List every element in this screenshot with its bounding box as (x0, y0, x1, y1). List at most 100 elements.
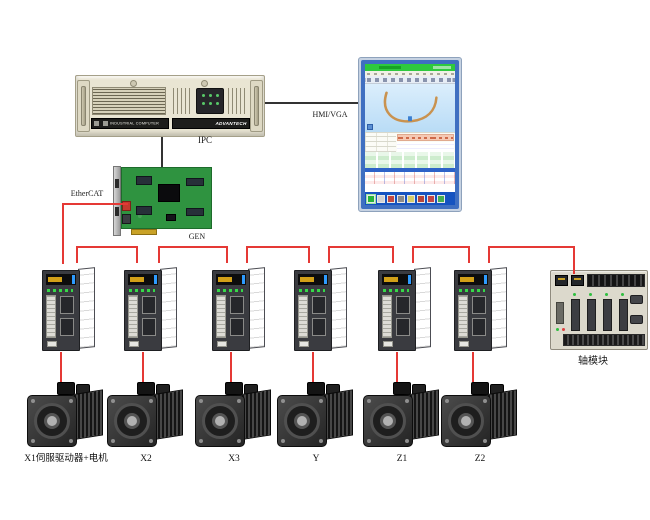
coordinate-fields (365, 133, 396, 152)
drive-status-leds (47, 289, 73, 292)
drive-display (128, 274, 158, 285)
drive-front-panel (454, 270, 492, 351)
status-table-green (365, 152, 455, 168)
bus-segment-top (412, 246, 470, 248)
screen-dock-icon (387, 194, 395, 203)
pcie-edge-connector (131, 229, 157, 235)
drive-io-connector (230, 318, 244, 336)
drive-seven-segment (48, 277, 62, 282)
rack-handle-right (254, 86, 259, 126)
motor-face-ring (448, 403, 484, 439)
drive-io-connector (142, 318, 156, 336)
ethercat-master-card (121, 167, 212, 229)
axis-connector (571, 299, 580, 331)
drive-status-leds (383, 289, 409, 292)
motor-flange (107, 395, 157, 447)
screen-dock-icon (366, 193, 376, 204)
motor-flange (441, 395, 491, 447)
motor-power-connector (393, 382, 411, 395)
ethercat-feed-drop (62, 203, 64, 264)
screen-toolbar (365, 76, 455, 84)
rack-ear-left (77, 80, 90, 132)
axis-label: Z1 (396, 454, 408, 464)
flange-screw (367, 399, 371, 403)
drive-encoder-connector (142, 296, 156, 314)
flange-screw (405, 399, 409, 403)
terminal-block-top (587, 274, 645, 287)
drive-seven-segment (460, 277, 474, 282)
bus-segment-right-stub (573, 246, 575, 274)
ram-chip (186, 178, 204, 186)
drive-motor-cable (312, 352, 314, 382)
motor-power-connector (57, 382, 75, 395)
motor-face-ring (34, 403, 70, 439)
bus-segment-top (488, 246, 575, 248)
screen-titlebar (365, 64, 455, 71)
drive-side-panel (78, 267, 95, 349)
axis-label: X2 (140, 454, 152, 464)
drive-seven-segment (218, 277, 232, 282)
rack-ear-right (250, 80, 263, 132)
rj45-port-icon (571, 275, 584, 286)
axis-label: Z2 (474, 454, 486, 464)
flange-screw (445, 439, 449, 443)
hmi-monitor (358, 57, 462, 212)
alarm-banner (396, 134, 454, 141)
drive-side-panel (490, 267, 507, 349)
motor-flange (195, 395, 245, 447)
motor-face-ring (114, 403, 150, 439)
axis-label: Y (312, 454, 320, 464)
axis-expansion-module (550, 270, 648, 350)
ipc-label: IPC (197, 135, 212, 145)
flange-screw (199, 399, 203, 403)
screen-dock-icon (437, 194, 445, 203)
terminal-block-bottom (563, 334, 645, 346)
bus-segment-right-stub (392, 246, 394, 263)
drive-status-leds (129, 289, 155, 292)
power-led (556, 328, 559, 331)
drive-status-leds (459, 289, 485, 292)
motor-face-ring (202, 403, 238, 439)
servo-drive (454, 266, 510, 352)
flange-screw (483, 439, 487, 443)
flange-screw (31, 399, 35, 403)
dsub-port-icon (630, 295, 643, 304)
front-keypad (196, 88, 224, 114)
drive-side-panel (160, 267, 177, 349)
ethercat-port-icon (122, 201, 131, 211)
toolpath-arc (383, 91, 438, 123)
status-led (621, 293, 624, 296)
ram-chip (136, 206, 152, 215)
servo-drive (378, 266, 434, 352)
bus-segment-left-stub (246, 246, 248, 263)
drive-encoder-connector (312, 296, 326, 314)
flange-screw (69, 439, 73, 443)
drive-terminal-connector (458, 295, 468, 338)
servo-motor (195, 382, 273, 450)
drive-blue-stripe (408, 275, 411, 284)
brand-panel-strip: ADVANTECH (172, 118, 250, 129)
table-header-bar (365, 168, 455, 172)
card-gen-label: GEN (188, 232, 206, 241)
drive-blue-stripe (484, 275, 487, 284)
drive-front-panel (124, 270, 162, 351)
flange-screw (149, 399, 153, 403)
status-led (573, 293, 576, 296)
axis-connector (619, 299, 628, 331)
drive-seven-segment (300, 277, 314, 282)
motor-shaft (461, 416, 471, 426)
flange-screw (319, 399, 323, 403)
axis-connector (603, 299, 612, 331)
flange-screw (111, 399, 115, 403)
thumbscrew-icon (130, 80, 137, 87)
ram-chip (186, 208, 204, 216)
hmi-vga-label: HMI/VGA (312, 110, 348, 119)
screen-dock-icon (427, 194, 435, 203)
flange-screw (445, 399, 449, 403)
hmi-vga-cable (265, 102, 358, 104)
bracket-port (115, 207, 119, 216)
drive-display (46, 274, 76, 285)
status-led (605, 293, 608, 296)
drive-motor-cable (396, 352, 398, 382)
drive-seven-segment (384, 277, 398, 282)
